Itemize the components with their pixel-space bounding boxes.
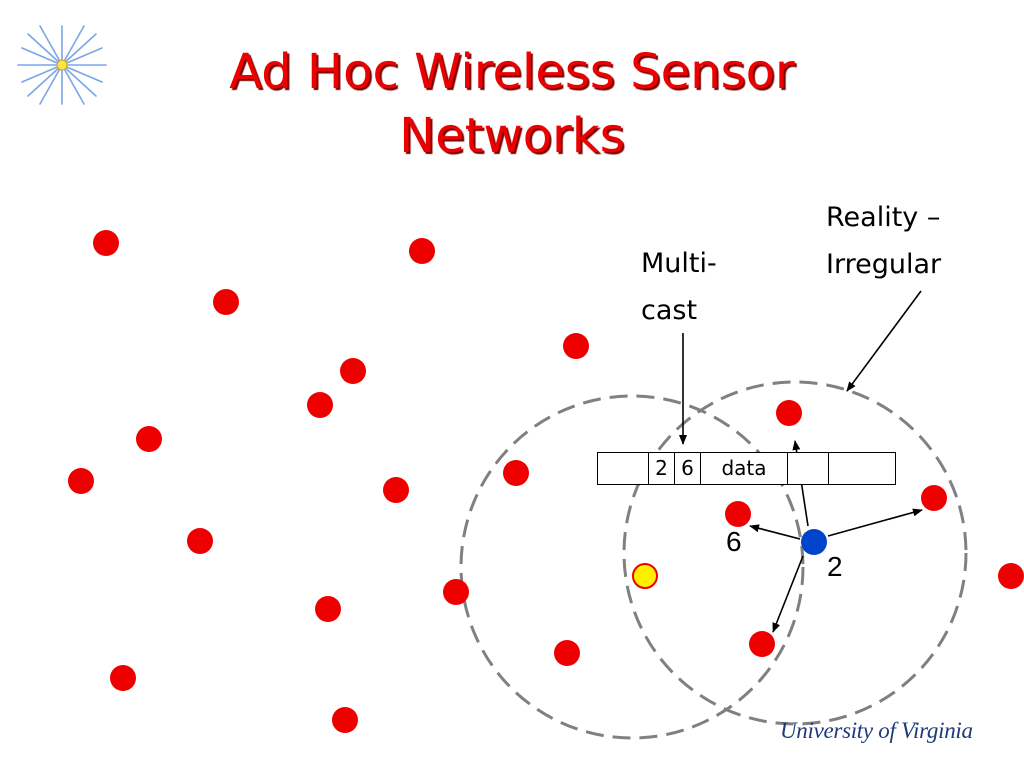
arrow-to-node-right — [827, 508, 923, 537]
packet-cell-dest-6: 6 — [674, 452, 701, 485]
arrow-to-node-six — [749, 524, 801, 540]
sensor-node — [998, 563, 1024, 589]
starburst-icon — [17, 25, 107, 105]
slide-title-line2: Networks — [399, 108, 625, 164]
packet-cell-dest-2: 2 — [648, 452, 675, 485]
sensor-node — [340, 358, 366, 384]
node-label-six: 6 — [726, 526, 742, 557]
sensor-node — [409, 238, 435, 264]
range-circle-right — [622, 380, 968, 726]
sensor-node — [725, 501, 751, 527]
packet-cell-empty-3 — [828, 452, 896, 485]
sensor-node — [503, 460, 529, 486]
sender-node — [801, 529, 827, 555]
multicast-label-line1: Multi- — [641, 248, 717, 279]
sensor-node — [383, 477, 409, 503]
sensor-node — [443, 579, 469, 605]
slide-title-line1: Ad Hoc Wireless Sensor — [229, 44, 795, 100]
reality-label-line2: Irregular — [826, 249, 942, 280]
arrow-to-node-below — [772, 555, 804, 633]
highlighted-node — [632, 563, 658, 589]
sensor-node — [213, 289, 239, 315]
multicast-annotation: Multi- cast — [641, 240, 717, 334]
sensor-node — [315, 596, 341, 622]
reality-label-line1: Reality – — [826, 202, 941, 233]
packet-cell-empty-1 — [597, 452, 649, 485]
sensor-node — [749, 631, 775, 657]
sensor-node — [187, 528, 213, 554]
university-logo: University of Virginia — [780, 718, 973, 743]
sensor-node — [921, 485, 947, 511]
multicast-label-line2: cast — [641, 295, 698, 326]
sensor-node — [68, 468, 94, 494]
sensor-node — [776, 400, 802, 426]
node-label-two: 2 — [827, 551, 843, 582]
sensor-node — [554, 640, 580, 666]
sensor-node — [563, 333, 589, 359]
sensor-nodes — [68, 230, 1024, 733]
reality-pointer-arrow — [846, 290, 922, 392]
sensor-node — [110, 665, 136, 691]
reality-annotation: Reality – Irregular — [826, 194, 941, 288]
sensor-node — [93, 230, 119, 256]
sensor-node — [307, 392, 333, 418]
sensor-node — [332, 707, 358, 733]
sensor-node — [136, 426, 162, 452]
range-circle-left — [459, 394, 805, 740]
packet-cell-empty-2 — [787, 452, 829, 485]
packet-cell-data: data — [700, 452, 788, 485]
